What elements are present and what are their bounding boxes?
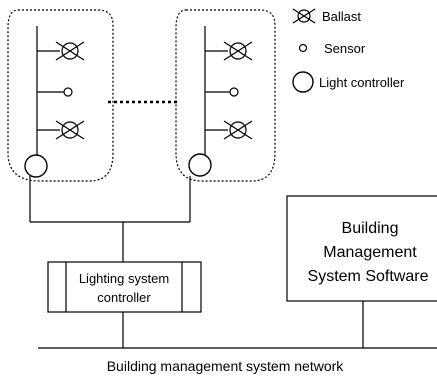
luminaire-group-left [7, 9, 114, 182]
bms-software-box: Building Management System Software [286, 195, 437, 302]
luminaire-group-right [175, 9, 276, 182]
ballast-icon [55, 120, 85, 140]
group-boundary-left [7, 9, 114, 182]
group-boundary-right [175, 9, 276, 182]
network-bus: Building management system network [38, 301, 437, 374]
legend-ballast-icon [292, 8, 316, 24]
legend-light-controller-icon [292, 71, 314, 93]
legend-light-controller-label: Light controller [319, 75, 405, 90]
bms-label-line3: System Software [308, 268, 429, 285]
ballast-icon [55, 41, 85, 61]
legend-sensor-icon [298, 43, 308, 53]
controller-label-line2: controller [97, 290, 151, 305]
light-controller-icon [188, 153, 212, 177]
lighting-system-controller: Lighting system controller [47, 261, 202, 313]
sensor-icon [63, 87, 73, 97]
legend-ballast-label: Ballast [322, 9, 361, 24]
controller-wiring [29, 176, 191, 262]
ballast-icon [223, 41, 253, 61]
bms-label-line1: Building [342, 220, 399, 237]
controller-label-line1: Lighting system [79, 271, 169, 286]
sensor-icon [229, 87, 239, 97]
legend: Ballast Sensor Light controller [292, 8, 405, 93]
ballast-icon [223, 120, 253, 140]
light-controller-icon [24, 154, 48, 178]
legend-sensor-label: Sensor [324, 41, 366, 56]
bms-label-line2: Management [323, 244, 417, 261]
network-label: Building management system network [107, 358, 345, 374]
